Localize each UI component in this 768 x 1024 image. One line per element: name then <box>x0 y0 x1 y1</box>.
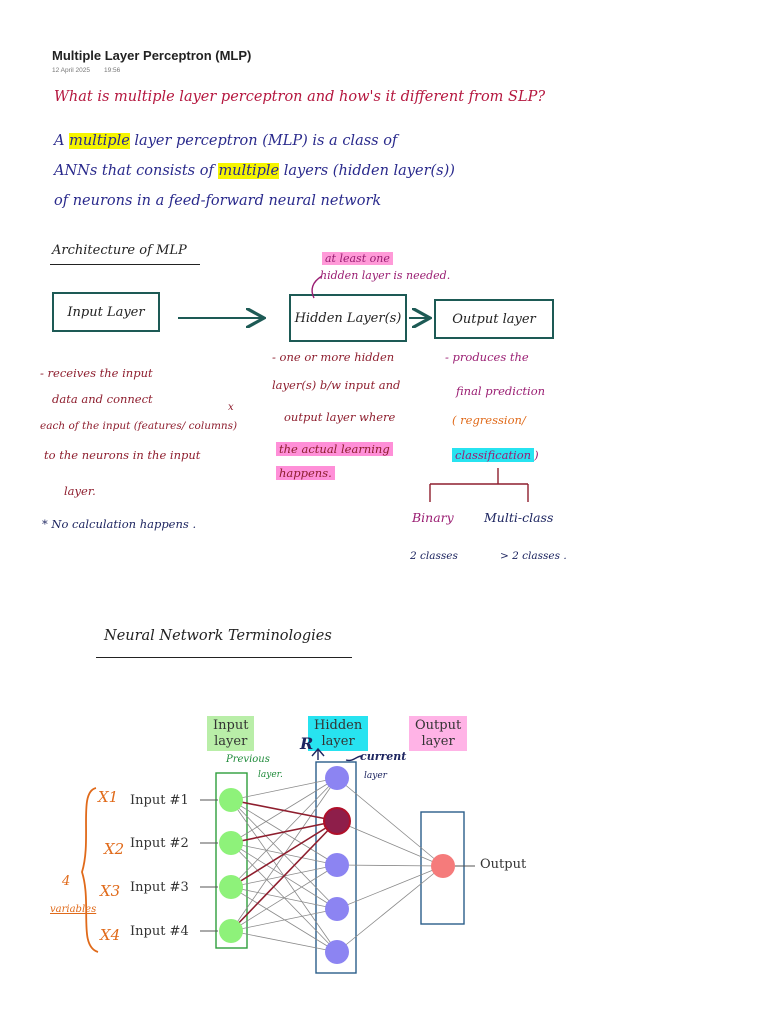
input-layer-label: Input layer <box>207 716 255 752</box>
answer-line-2-pre: ANNs that consists of <box>54 163 214 179</box>
x-label-3: X3 <box>100 882 121 900</box>
output-desc-line-1: - produces the <box>445 350 529 364</box>
previous-layer-note-2: layer. <box>258 770 283 780</box>
highlighted-connections <box>230 799 338 932</box>
terminology-heading: Neural Network Terminologies <box>104 628 332 644</box>
output-layer-column <box>420 811 465 925</box>
no-calculation-note: * No calculation happens . <box>42 517 197 531</box>
classification-tree <box>429 468 529 502</box>
current-layer-note-1: current <box>360 750 407 763</box>
variables-brace <box>81 787 99 953</box>
input-node-1 <box>219 788 243 812</box>
hidden-arrow-up <box>311 747 325 760</box>
input-label-2: Input #2 <box>130 836 189 851</box>
output-layer-box-label: Output layer <box>452 311 536 327</box>
x-label-2: X2 <box>104 840 125 858</box>
connections-hidden-output <box>336 777 444 953</box>
hidden-node-3 <box>325 853 349 877</box>
hidden-layer-box-label: Hidden Layer(s) <box>294 310 402 326</box>
previous-layer-note-1: Previous <box>226 754 270 765</box>
terminology-underline <box>96 657 352 659</box>
hidden-layer-box: Hidden Layer(s) <box>289 294 407 342</box>
note-hidden-needed: hidden layer is needed. <box>320 269 451 282</box>
hidden-desc-line-3: output layer where <box>284 410 396 424</box>
note-at-least-one: at least one <box>322 252 393 265</box>
hidden-node-1 <box>325 766 349 790</box>
output-regression: ( regression/ <box>452 413 526 427</box>
hidden-desc-line-1: - one or more hidden <box>272 350 395 364</box>
hidden-node-4 <box>325 897 349 921</box>
page-time: 19:56 <box>104 67 121 74</box>
input-desc-line-4: to the neurons in the input <box>44 448 201 462</box>
answer-line-2: ANNs that consists of multiple layers (h… <box>54 163 455 179</box>
input-layer-box: Input Layer <box>52 292 160 332</box>
input-node-3 <box>219 875 243 899</box>
output-desc-line-2: final prediction <box>456 384 546 398</box>
input-layer-label-2: layer <box>214 733 248 749</box>
hidden-highlight-1: the actual learning <box>276 442 393 456</box>
hidden-layer-label-2: layer <box>321 733 355 749</box>
output-close-paren: ) <box>534 448 539 462</box>
x-label-1: X1 <box>98 788 119 806</box>
output-layer-label-1: Output <box>415 718 462 733</box>
hidden-highlight-2: happens. <box>276 466 335 480</box>
output-classification: classification <box>452 448 535 462</box>
current-arrow <box>345 755 363 762</box>
input-desc-line-3: each of the input (features/ columns) <box>40 420 238 432</box>
x-label-4: X4 <box>100 926 121 944</box>
variables-word: variables <box>50 904 97 915</box>
variables-count: 4 <box>62 874 71 889</box>
branch-multi-class: Multi-class <box>484 510 554 525</box>
hidden-node-2 <box>323 807 351 835</box>
input-label-1: Input #1 <box>130 793 189 808</box>
answer-line-3: of neurons in a feed-forward neural netw… <box>54 193 382 209</box>
output-classification-line: classification) <box>452 448 539 462</box>
input-node-2 <box>219 831 243 855</box>
page-date: 12 April 2025 <box>52 67 90 74</box>
r-mark: R <box>300 734 314 753</box>
output-node <box>431 854 455 878</box>
binary-classes-note: 2 classes <box>410 550 458 562</box>
input-node-4 <box>219 919 243 943</box>
input-label-4: Input #4 <box>130 924 189 939</box>
input-desc-line-5: layer. <box>64 484 96 498</box>
hidden-layer-label-1: Hidden <box>314 718 363 733</box>
answer-highlight-1: multiple <box>69 133 130 149</box>
output-layer-label: Output layer <box>409 716 468 752</box>
question-text: What is multiple layer perceptron and ho… <box>54 89 546 105</box>
page-title: Multiple Layer Perceptron (MLP) <box>52 48 252 63</box>
output-text: Output <box>480 857 527 872</box>
output-layer-box: Output layer <box>434 299 554 339</box>
input-layer-box-label: Input Layer <box>67 304 145 320</box>
input-label-3: Input #3 <box>130 880 189 895</box>
hidden-layer-label: Hidden layer <box>308 716 369 752</box>
output-layer-label-2: layer <box>421 733 455 749</box>
input-layer-label-1: Input <box>213 718 249 733</box>
answer-line-1-pre: A <box>54 133 65 149</box>
arrow-note-to-hidden <box>311 275 323 299</box>
answer-line-1-post: layer perceptron (MLP) is a class of <box>134 133 398 149</box>
answer-line-1: A multiple layer perceptron (MLP) is a c… <box>54 133 397 149</box>
architecture-underline <box>50 264 200 266</box>
answer-highlight-2: multiple <box>218 163 280 179</box>
current-layer-note-2: layer <box>364 771 387 781</box>
input-desc-line-1: - receives the input <box>40 366 153 380</box>
input-desc-mark: x <box>228 402 234 413</box>
hidden-desc-line-2: layer(s) b/w input and <box>272 378 401 392</box>
hidden-layer-column <box>315 761 357 974</box>
hidden-node-5 <box>325 940 349 964</box>
multi-classes-note: > 2 classes . <box>500 550 567 562</box>
architecture-heading: Architecture of MLP <box>52 243 187 258</box>
answer-line-2-post: layers (hidden layer(s)) <box>283 163 455 179</box>
input-layer-column <box>215 772 248 949</box>
branch-binary: Binary <box>412 510 454 525</box>
input-lines <box>200 799 475 932</box>
input-desc-line-2: data and connect <box>52 392 153 406</box>
